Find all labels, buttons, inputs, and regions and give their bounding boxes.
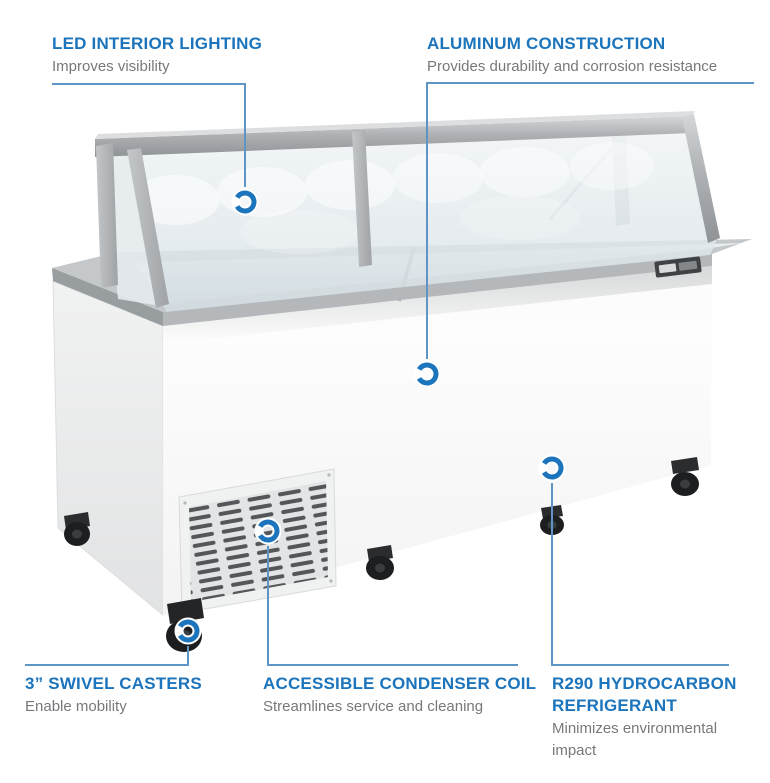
callout-title: R290 HYDROCARBON REFRIGERANT — [552, 674, 737, 715]
callout-title: 3” SWIVEL CASTERS — [25, 674, 202, 693]
counter-underside-shadow — [163, 266, 712, 344]
callout-markers — [174, 188, 566, 645]
callout-r290-refrigerant: R290 HYDROCARBON REFRIGERANT Minimizes e… — [552, 673, 752, 762]
line-swivel-casters — [25, 646, 189, 666]
callout-swivel-casters: 3” SWIVEL CASTERS Enable mobility — [25, 673, 202, 718]
line-aluminum-construction — [426, 82, 754, 359]
callout-title: ALUMINUM CONSTRUCTION — [427, 34, 666, 53]
caster-rear-right — [671, 457, 699, 496]
callout-aluminum-construction: ALUMINUM CONSTRUCTION Provides durabilit… — [427, 33, 767, 78]
callout-lines — [25, 82, 754, 666]
marker-led-interior-lighting — [231, 188, 259, 216]
caster-rear-left — [64, 512, 90, 546]
callout-title: LED INTERIOR LIGHTING — [52, 34, 263, 53]
canopy-middle-mullion — [352, 130, 372, 267]
marker-aluminum-construction — [413, 360, 441, 388]
brand-logo-badge — [654, 256, 702, 278]
callout-description: Minimizes environmental impact — [552, 720, 718, 759]
marker-condenser-coil — [254, 517, 282, 545]
callout-description: Enable mobility — [25, 698, 127, 715]
line-condenser-coil — [267, 546, 518, 666]
callout-condenser-coil: ACCESSIBLE CONDENSER COIL Streamlines se… — [263, 673, 536, 718]
condenser-vent-grille — [178, 468, 337, 614]
line-r290-refrigerant — [551, 483, 729, 666]
callout-description: Streamlines service and cleaning — [263, 698, 484, 715]
canopy-left-post — [96, 143, 118, 288]
callout-description: Provides durability and corrosion resist… — [427, 58, 718, 75]
marker-r290-refrigerant — [538, 454, 566, 482]
canopy-frame — [95, 111, 720, 308]
callout-description: Improves visibility — [52, 58, 170, 75]
counter-front-fascia — [163, 254, 712, 326]
line-led-interior-lighting — [52, 83, 246, 187]
canopy-left-diagonal — [127, 148, 169, 308]
canopy-glass — [103, 133, 716, 312]
caster-front-middle — [366, 545, 394, 580]
cabinet-left-side — [52, 280, 164, 617]
callout-title: ACCESSIBLE CONDENSER COIL — [263, 674, 537, 693]
canopy-right-slope — [682, 114, 720, 243]
marker-swivel-casters — [174, 617, 202, 645]
counter-left-fascia — [52, 268, 163, 326]
callout-led-interior-lighting: LED INTERIOR LIGHTING Improves visibilit… — [52, 33, 262, 78]
